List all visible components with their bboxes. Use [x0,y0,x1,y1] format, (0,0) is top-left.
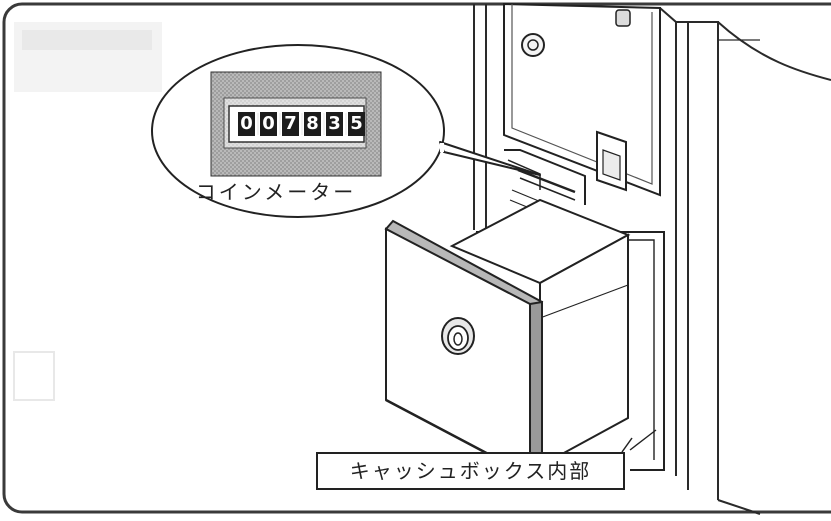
counter-divider [279,113,281,135]
counter-divider [323,113,325,135]
upper-panel [503,2,661,197]
counter-digit: 5 [348,112,365,136]
counter-digit: 8 [304,112,321,136]
lock-icon [441,317,475,355]
cash-box-leader [621,437,633,453]
counter-digit: 3 [326,112,343,136]
background-artifacts [13,22,162,401]
counter-digit: 0 [260,112,277,136]
counter-divider [257,113,259,135]
cash-box-label: キャッシュボックス内部 [316,452,625,490]
counter-divider [301,113,303,135]
machine-body [473,4,831,515]
counter-digit: 0 [238,112,255,136]
counter-divider [345,113,347,135]
coin-meter-label: コインメーター [195,180,357,204]
counter-digit: 7 [282,112,299,136]
cash-box-drawer [449,198,631,468]
